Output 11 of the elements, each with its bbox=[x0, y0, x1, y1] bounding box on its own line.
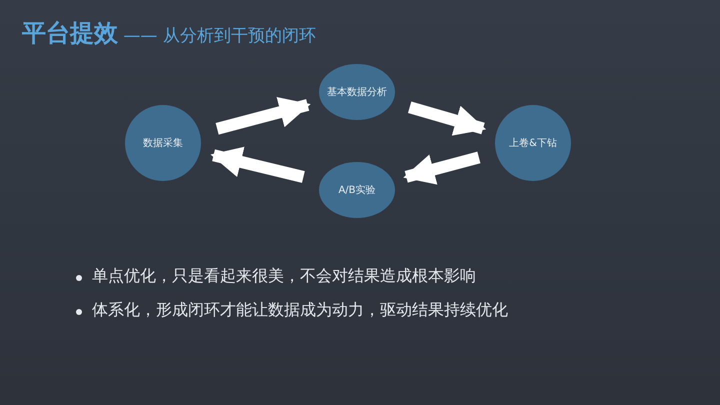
step-label: 上卷&下钻 bbox=[509, 136, 557, 150]
block-arrow bbox=[216, 97, 311, 135]
block-arrow bbox=[408, 102, 486, 136]
step-label: 数据采集 bbox=[143, 136, 183, 150]
block-arrow bbox=[210, 146, 305, 183]
slide-title: 平台提效 —— 从分析到干预的闭环 bbox=[22, 20, 316, 49]
bullet-text: 单点优化，只是看起来很美，不会对结果造成根本影响 bbox=[92, 266, 476, 287]
block-arrow bbox=[403, 152, 480, 185]
bullet-text: 体系化，形成闭环才能让数据成为动力，驱动结果持续优化 bbox=[92, 300, 508, 321]
step-label: A/B实验 bbox=[338, 184, 376, 197]
step-label: 基本数据分析 bbox=[327, 86, 387, 99]
